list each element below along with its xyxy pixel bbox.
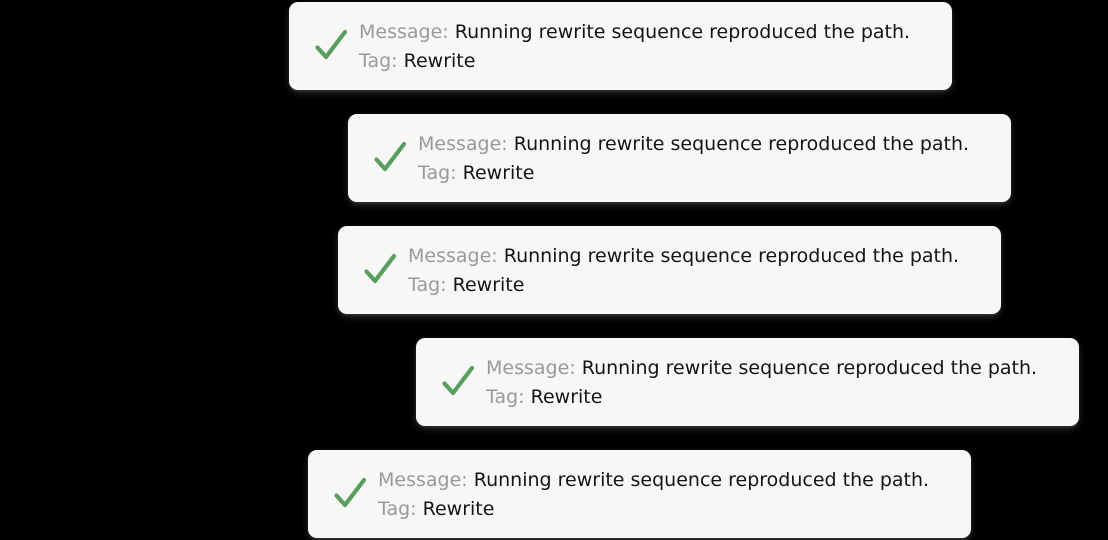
tag-value: Rewrite	[462, 161, 535, 184]
notification-toast[interactable]: Message: Running rewrite sequence reprod…	[348, 114, 1011, 202]
message-line: Message: Running rewrite sequence reprod…	[359, 20, 934, 44]
message-value: Running rewrite sequence reproduced the …	[581, 356, 1038, 379]
message-label: Message:	[418, 132, 508, 155]
notification-body: Message: Running rewrite sequence reprod…	[359, 20, 934, 73]
message-label: Message:	[408, 244, 498, 267]
message-label: Message:	[378, 468, 468, 491]
notification-body: Message: Running rewrite sequence reprod…	[408, 244, 983, 297]
message-line: Message: Running rewrite sequence reprod…	[378, 468, 953, 492]
tag-value: Rewrite	[403, 49, 476, 72]
message-line: Message: Running rewrite sequence reprod…	[408, 244, 983, 268]
notification-toast[interactable]: Message: Running rewrite sequence reprod…	[308, 450, 971, 538]
notification-toast[interactable]: Message: Running rewrite sequence reprod…	[338, 226, 1001, 314]
tag-label: Tag:	[378, 497, 417, 520]
check-icon	[309, 24, 353, 68]
check-icon	[436, 360, 480, 404]
message-label: Message:	[359, 20, 449, 43]
notification-body: Message: Running rewrite sequence reprod…	[486, 356, 1061, 409]
message-value: Running rewrite sequence reproduced the …	[503, 244, 960, 267]
tag-label: Tag:	[359, 49, 398, 72]
tag-label: Tag:	[418, 161, 457, 184]
tag-line: Tag: Rewrite	[378, 497, 953, 521]
message-value: Running rewrite sequence reproduced the …	[454, 20, 911, 43]
notification-toast[interactable]: Message: Running rewrite sequence reprod…	[416, 338, 1079, 426]
tag-line: Tag: Rewrite	[408, 273, 983, 297]
message-value: Running rewrite sequence reproduced the …	[473, 468, 930, 491]
tag-line: Tag: Rewrite	[418, 161, 993, 185]
tag-label: Tag:	[486, 385, 525, 408]
tag-line: Tag: Rewrite	[359, 49, 934, 73]
tag-label: Tag:	[408, 273, 447, 296]
message-label: Message:	[486, 356, 576, 379]
message-line: Message: Running rewrite sequence reprod…	[418, 132, 993, 156]
check-icon	[328, 472, 372, 516]
notification-body: Message: Running rewrite sequence reprod…	[418, 132, 993, 185]
tag-line: Tag: Rewrite	[486, 385, 1061, 409]
tag-value: Rewrite	[530, 385, 603, 408]
message-line: Message: Running rewrite sequence reprod…	[486, 356, 1061, 380]
message-value: Running rewrite sequence reproduced the …	[513, 132, 970, 155]
check-icon	[368, 136, 412, 180]
check-icon	[358, 248, 402, 292]
notification-body: Message: Running rewrite sequence reprod…	[378, 468, 953, 521]
tag-value: Rewrite	[452, 273, 525, 296]
notification-toast[interactable]: Message: Running rewrite sequence reprod…	[289, 2, 952, 90]
tag-value: Rewrite	[422, 497, 495, 520]
